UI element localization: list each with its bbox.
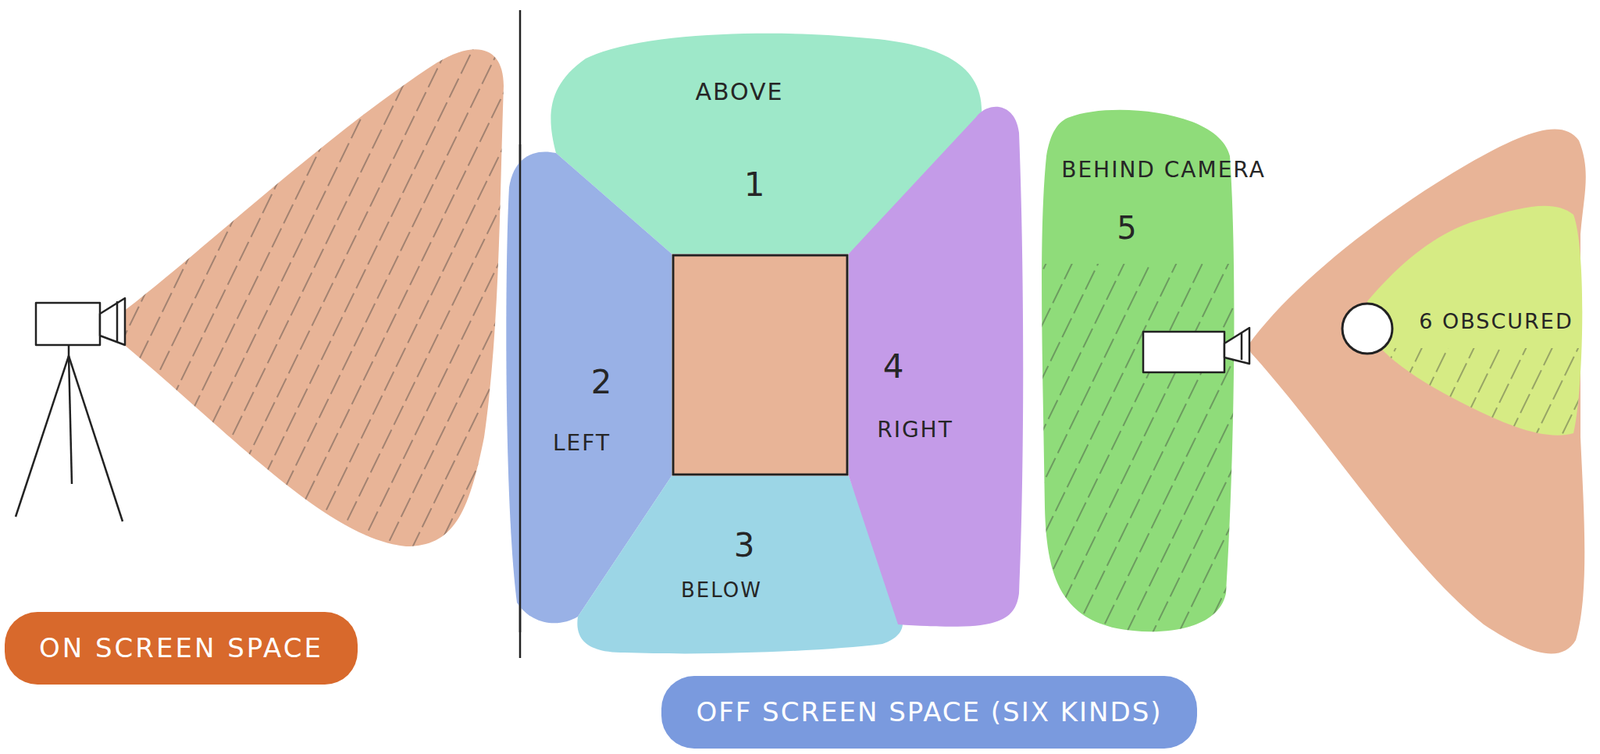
callout-number: 3 bbox=[734, 527, 757, 565]
screen-frame bbox=[673, 255, 848, 475]
camera-beam bbox=[1247, 129, 1586, 655]
obscured-region: 6 OBSCURED bbox=[1336, 193, 1593, 446]
callout-number: 2 bbox=[591, 363, 614, 402]
region-label: ABOVE bbox=[694, 78, 784, 107]
right-region: 4RIGHT bbox=[841, 97, 1030, 637]
lens-mark bbox=[1240, 332, 1244, 360]
obstacle-circle bbox=[1342, 303, 1393, 354]
camera-on-tripod bbox=[15, 298, 125, 522]
callout-number: 4 bbox=[883, 348, 906, 386]
region-label: BELOW bbox=[680, 579, 763, 603]
camera-lens bbox=[99, 298, 125, 346]
tripod-head bbox=[67, 345, 71, 357]
right-region-outline bbox=[841, 97, 1030, 637]
region-label: RIGHT bbox=[876, 417, 954, 443]
tripod-leg bbox=[15, 356, 69, 517]
tripod-leg bbox=[68, 356, 72, 485]
camera-icon bbox=[1143, 327, 1250, 373]
camera-body bbox=[1143, 331, 1225, 373]
region-label: LEFT bbox=[552, 431, 611, 457]
region-hatching bbox=[1041, 263, 1234, 632]
region-fill bbox=[1041, 110, 1234, 633]
tripod-leg bbox=[68, 356, 123, 522]
region-label: 6 OBSCURED bbox=[1418, 309, 1573, 334]
divider-line bbox=[519, 144, 522, 633]
camera-lens bbox=[1224, 327, 1250, 364]
lens-mark bbox=[116, 301, 119, 343]
space-heading: ON SCREEN SPACE bbox=[39, 632, 324, 665]
divider-line bbox=[519, 10, 522, 659]
region-label: BEHIND CAMERA bbox=[1061, 157, 1266, 183]
region-fill bbox=[1367, 206, 1583, 436]
off-screen-pill: OFF SCREEN SPACE (SIX KINDS) bbox=[661, 676, 1198, 749]
region-fill bbox=[577, 476, 903, 654]
on-screen-pill: ON SCREEN SPACE bbox=[4, 612, 358, 685]
camera-beam bbox=[117, 49, 504, 547]
behind-camera-region: BEHIND CAMERA 5 bbox=[1034, 101, 1293, 641]
region-hatching bbox=[1367, 348, 1583, 436]
beam-hatching bbox=[117, 49, 504, 547]
callout-number: 5 bbox=[1116, 210, 1138, 246]
space-heading: OFF SCREEN SPACE (SIX KINDS) bbox=[695, 696, 1162, 729]
callout-number: 1 bbox=[744, 166, 767, 204]
region-fill bbox=[848, 106, 1023, 628]
camera-body bbox=[35, 302, 100, 346]
